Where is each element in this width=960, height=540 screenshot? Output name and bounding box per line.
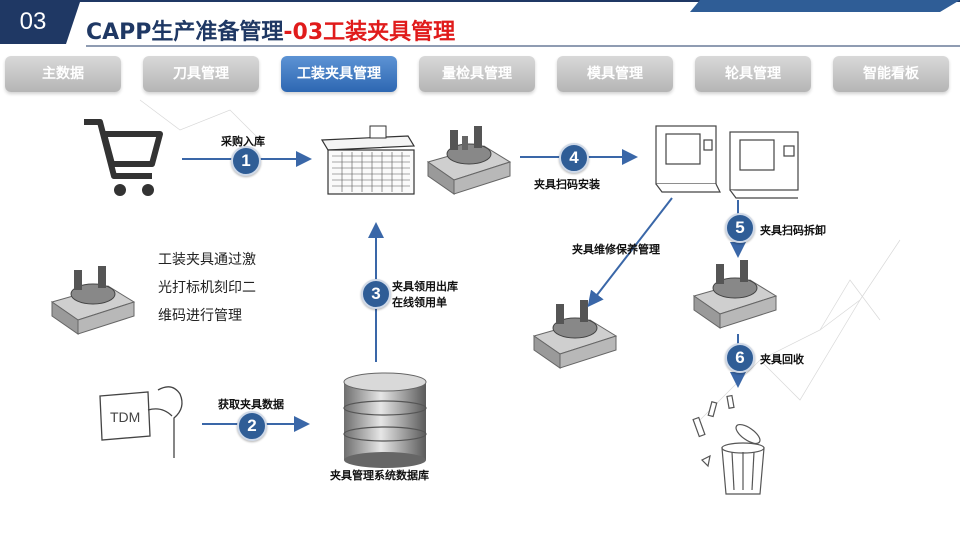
note-line: 维码进行管理 [158,308,242,324]
tdm-label: TDM [110,409,140,425]
header-band [66,0,960,47]
note-text: 工装夹具通过激 光打标机刻印二 维码进行管理 [158,246,298,330]
tab-gauge-management[interactable]: 量检具管理 [419,56,535,92]
fixture-image [532,300,618,369]
note-line: 工装夹具通过激 [158,252,256,268]
tab-smart-dashboard[interactable]: 智能看板 [833,56,949,92]
database-label: 夹具管理系统数据库 [330,469,429,482]
step-3-label-2: 在线领用单 [392,296,447,309]
step-4-label: 夹具扫码安装 [534,178,600,191]
step-1-circle: 1 [231,146,261,176]
storage-cabinet-icon [320,125,416,195]
step-2-circle: 2 [237,411,267,441]
step-3-label: 夹具领用出库 [392,280,458,293]
tdm-workstation-icon: TDM [99,386,183,458]
tab-fixture-management[interactable]: 工装夹具管理 [281,56,397,92]
shopping-cart-icon [84,119,163,196]
fixture-image [50,266,136,335]
cnc-machine-icon [655,125,799,199]
fixture-image [692,260,778,329]
tab-master-data[interactable]: 主数据 [5,56,121,92]
tab-mold-management[interactable]: 模具管理 [557,56,673,92]
database-icon [343,372,427,468]
step-6-label: 夹具回收 [760,353,804,366]
note-line: 光打标机刻印二 [158,280,256,296]
trash-can-icon [692,394,765,495]
fixture-image [426,126,512,195]
step-6-circle: 6 [725,343,755,373]
maintenance-label: 夹具维修保养管理 [572,243,660,256]
step-5-circle: 5 [725,213,755,243]
step-2-label: 获取夹具数据 [218,398,284,411]
section-number: 03 [0,0,66,44]
step-1-label: 采购入库 [221,135,265,148]
title-sub: -03工装夹具管理 [283,20,456,45]
tab-tool-management[interactable]: 刀具管理 [143,56,259,92]
step-3-circle: 3 [361,279,391,309]
step-4-circle: 4 [559,143,589,173]
step-5-label: 夹具扫码拆卸 [760,224,826,237]
page-title: CAPP生产准备管理-03工装夹具管理 [86,14,455,46]
tab-wheel-management[interactable]: 轮具管理 [695,56,811,92]
title-main: CAPP生产准备管理 [86,20,284,45]
